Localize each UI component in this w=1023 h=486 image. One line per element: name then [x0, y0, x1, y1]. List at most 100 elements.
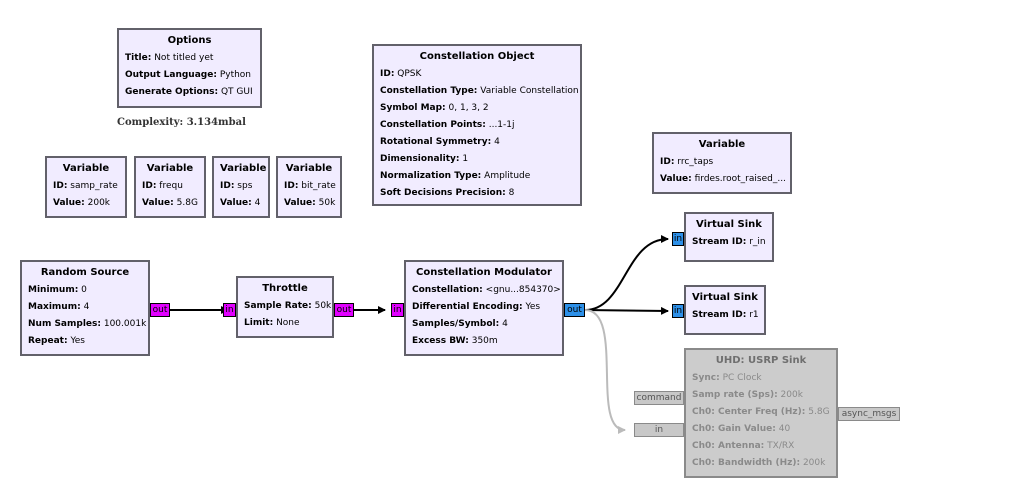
param-key: Ch0: Center Freq (Hz): — [692, 407, 806, 417]
param-value: Yes — [525, 302, 541, 312]
param-row: Value: 5.8G — [142, 195, 198, 212]
param-value: 8 — [508, 188, 515, 198]
param-row: Constellation Points: ...1-1j — [380, 117, 574, 134]
param-value: sps — [237, 181, 253, 191]
param-key: Rotational Symmetry: — [380, 137, 492, 147]
wire-modulator-to-usrp[interactable] — [584, 309, 626, 434]
param-key: Constellation Type: — [380, 86, 478, 96]
modulator-in-port[interactable]: in — [391, 303, 404, 317]
param-key: Maximum: — [28, 302, 81, 312]
usrp-command-port[interactable]: command — [634, 391, 684, 405]
block-title: Throttle — [262, 283, 308, 294]
param-value: Yes — [70, 336, 85, 346]
block-title: UHD: USRP Sink — [715, 355, 807, 366]
modulator-out-port[interactable]: out — [564, 303, 585, 317]
param-value: TX/RX — [767, 441, 795, 451]
param-key: Value: — [220, 198, 252, 208]
block-title: Variable — [220, 163, 267, 174]
param-key: Value: — [142, 198, 174, 208]
param-row: Soft Decisions Precision: 8 — [380, 185, 574, 202]
param-key: Output Language: — [125, 70, 217, 80]
param-value: 5.8G — [808, 407, 830, 417]
param-key: Samp rate (Sps): — [692, 390, 778, 400]
param-row: Ch0: Gain Value: 40 — [692, 421, 830, 438]
param-value: None — [276, 318, 300, 328]
param-row: Value: 200k — [53, 195, 119, 212]
param-value: 350m — [471, 336, 498, 346]
throttle-in-port[interactable]: in — [223, 303, 236, 317]
param-key: Sync: — [692, 373, 720, 383]
param-value: QPSK — [397, 69, 422, 79]
param-key: Samples/Symbol: — [412, 319, 500, 329]
param-value: firdes.root_raised_... — [694, 174, 786, 184]
block-title: Options — [167, 35, 212, 46]
throttle-out-port[interactable]: out — [334, 303, 354, 317]
param-row: ID: bit_rate — [284, 178, 336, 195]
param-key: Value: — [53, 198, 85, 208]
param-row: Maximum: 4 — [28, 299, 142, 316]
param-value: Python — [219, 70, 252, 80]
param-value: Amplitude — [484, 171, 531, 181]
param-row: Output Language: Python — [125, 67, 254, 84]
param-key: Dimensionality: — [380, 154, 460, 164]
param-key: Normalization Type: — [380, 171, 482, 181]
param-row: Repeat: Yes — [28, 333, 142, 350]
param-key: Symbol Map: — [380, 103, 446, 113]
param-value: 1 — [462, 154, 469, 164]
param-value: r_in — [749, 237, 766, 247]
param-row: ID: frequ — [142, 178, 198, 195]
param-value: Not titled yet — [154, 53, 214, 63]
random-source-out-port[interactable]: out — [150, 303, 170, 317]
param-key: ID: — [284, 181, 299, 191]
param-value: Variable Constellation — [480, 86, 579, 96]
virtual-sink-r1-in-port[interactable]: in — [672, 304, 684, 318]
param-row: Minimum: 0 — [28, 282, 142, 299]
virtual-sink-block-r-in[interactable]: Virtual Sink Stream ID: r_in — [684, 212, 774, 262]
param-value: rrc_taps — [677, 157, 714, 167]
param-row: Generate Options: QT GUI — [125, 84, 254, 101]
constellation-modulator-block[interactable]: Constellation Modulator Constellation: <… — [404, 260, 564, 356]
param-row: ID: sps — [220, 178, 262, 195]
virtual-sink-block-r1[interactable]: Virtual Sink Stream ID: r1 — [684, 285, 766, 335]
param-value: <gnu...854370> — [485, 285, 561, 295]
param-key: Ch0: Gain Value: — [692, 424, 776, 434]
param-key: Ch0: Antenna: — [692, 441, 765, 451]
param-key: Limit: — [244, 318, 274, 328]
param-row: Limit: None — [244, 315, 326, 332]
param-value: 100.001k — [103, 319, 147, 329]
param-key: ID: — [220, 181, 235, 191]
param-value: 4 — [502, 319, 508, 329]
param-key: Stream ID: — [692, 310, 747, 320]
param-value: 40 — [778, 424, 791, 434]
usrp-async-msgs-port[interactable]: async_msgs — [838, 407, 900, 421]
param-row: Constellation Type: Variable Constellati… — [380, 83, 579, 100]
param-key: Soft Decisions Precision: — [380, 188, 506, 198]
param-row: Normalization Type: Amplitude — [380, 168, 574, 185]
wire-modulator-to-sink1[interactable] — [584, 235, 669, 311]
block-title: Constellation Object — [419, 51, 535, 62]
block-title: Variable — [62, 163, 110, 174]
complexity-label: Complexity: 3.134mbal — [117, 117, 246, 128]
usrp-in-port[interactable]: in — [634, 423, 684, 437]
block-title: Virtual Sink — [692, 292, 758, 303]
param-value: 5.8G — [176, 198, 198, 208]
param-row: Sync: PC Clock — [692, 370, 830, 387]
virtual-sink-r-in-in-port[interactable]: in — [672, 232, 684, 246]
param-key: Stream ID: — [692, 237, 747, 247]
wire-modulator-to-sink2[interactable] — [584, 306, 669, 315]
param-value: 200k — [87, 198, 111, 208]
param-value: 0, 1, 3, 2 — [448, 103, 489, 113]
param-value: 200k — [802, 458, 826, 468]
block-title: Constellation Modulator — [416, 267, 552, 278]
param-row: Samp rate (Sps): 200k — [692, 387, 830, 404]
